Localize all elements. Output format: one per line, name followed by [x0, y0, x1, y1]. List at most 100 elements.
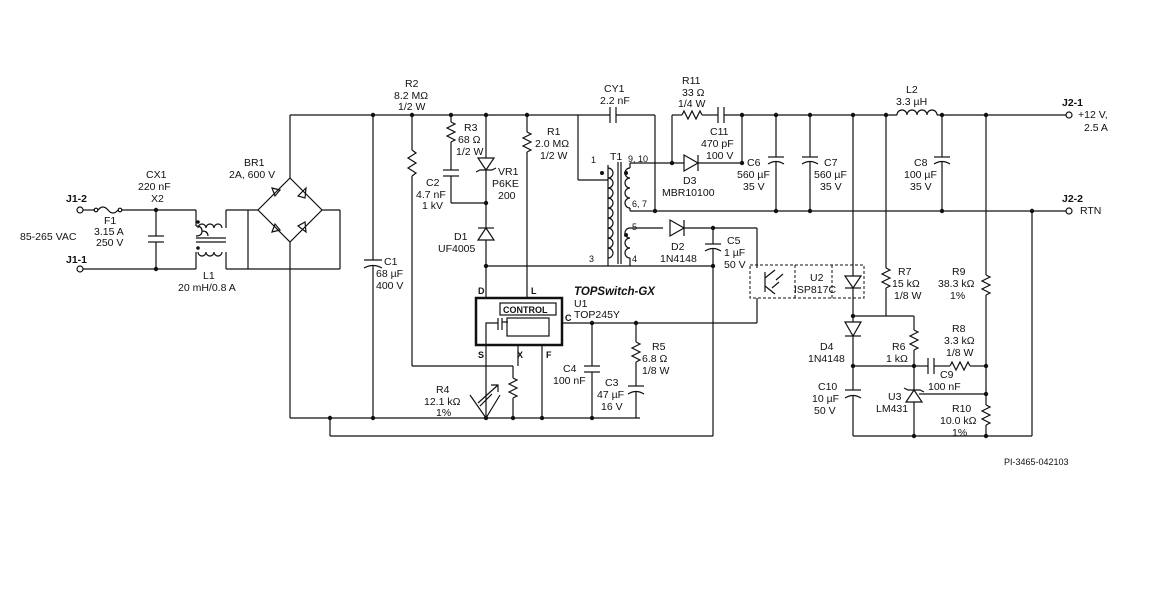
label-d4-value: 1N4148 — [808, 353, 845, 365]
label-c3-name: C3 — [605, 377, 619, 389]
label-cx1-rating: X2 — [151, 193, 164, 205]
label-f1-name: F1 — [104, 215, 116, 227]
label-l2-value: 3.3 µH — [896, 96, 927, 108]
pin-d: D — [478, 286, 485, 296]
label-d3-value: MBR10100 — [662, 187, 715, 199]
resistor-r2 — [406, 115, 513, 367]
label-d2-name: D2 — [671, 241, 685, 253]
clamp-network — [443, 115, 497, 269]
label-r9-tol: 1% — [950, 290, 965, 302]
label-r2-name: R2 — [405, 78, 419, 90]
label-r8-name: R8 — [952, 323, 966, 335]
label-j2-2: J2-2 — [1062, 193, 1083, 205]
label-j2-1: J2-1 — [1062, 97, 1083, 109]
label-r4-tol: 1% — [436, 407, 451, 419]
label-r1-value: 2.0 MΩ — [535, 138, 569, 150]
label-j1-1: J1-1 — [66, 254, 87, 266]
label-cx1-name: CX1 — [146, 169, 167, 181]
fuse-f1 — [97, 206, 119, 214]
label-r1-power: 1/2 W — [540, 150, 568, 162]
label-d4-name: D4 — [820, 341, 834, 353]
label-l1-value: 20 mH/0.8 A — [178, 282, 236, 294]
label-c7-value: 560 µF — [814, 169, 847, 181]
label-c6-value: 560 µF — [737, 169, 770, 181]
label-u2-name: U2 — [810, 272, 824, 284]
label-c9-name: C9 — [940, 369, 954, 381]
label-br1-name: BR1 — [244, 157, 265, 169]
label-c5-value: 1 µF — [724, 247, 745, 259]
label-d1-name: D1 — [454, 231, 468, 243]
pin-t1-5: 5 — [632, 222, 637, 232]
output-caps — [767, 112, 819, 214]
label-r3-name: R3 — [464, 122, 478, 134]
label-r5-name: R5 — [652, 341, 666, 353]
transformer-t1 — [600, 162, 1032, 267]
label-l1-name: L1 — [203, 270, 215, 282]
post-filter — [850, 109, 1073, 215]
label-c8-value: 100 µF — [904, 169, 937, 181]
label-c3-value: 47 µF — [597, 389, 624, 401]
pin-t1-6-7: 6, 7 — [632, 199, 647, 209]
label-c9-value: 100 nF — [928, 381, 961, 393]
label-c7-voltage: 35 V — [820, 181, 842, 193]
label-r5-value: 6.8 Ω — [642, 353, 668, 365]
resistor-r4 — [469, 366, 545, 421]
label-r10-name: R10 — [952, 403, 971, 415]
label-control: CONTROL — [503, 305, 548, 315]
pin-x: X — [517, 350, 523, 360]
label-r9-value: 38.3 kΩ — [938, 278, 975, 290]
label-c6-name: C6 — [747, 157, 761, 169]
label-c3-voltage: 16 V — [601, 401, 623, 413]
pin-l: L — [531, 286, 537, 296]
footer-id: PI-3465-042103 — [1004, 457, 1069, 467]
label-t1-name: T1 — [610, 151, 622, 163]
label-r6-name: R6 — [892, 341, 906, 353]
input-stage — [76, 206, 258, 273]
label-c11-value: 470 pF — [701, 138, 734, 150]
label-r9-name: R9 — [952, 266, 966, 278]
pin-t1-1: 1 — [591, 155, 596, 165]
bias-supply — [669, 218, 758, 436]
label-r7-value: 15 kΩ — [892, 278, 920, 290]
label-out-current: 2.5 A — [1084, 122, 1108, 134]
label-c1-name: C1 — [384, 256, 398, 268]
label-d1-value: UF4005 — [438, 243, 476, 255]
label-r3-power: 1/2 W — [456, 146, 484, 158]
label-f1-current: 3.15 A — [94, 226, 124, 238]
label-c8-name: C8 — [914, 157, 928, 169]
label-c4-name: C4 — [563, 363, 577, 375]
label-vr1-rating: 200 — [498, 190, 516, 202]
label-l2-name: L2 — [906, 84, 918, 96]
label-c11-voltage: 100 V — [706, 150, 733, 162]
pin-t1-3: 3 — [589, 254, 594, 264]
control-filter — [584, 320, 645, 421]
label-cx1-value: 220 nF — [138, 181, 171, 193]
label-vr1-value: P6KE — [492, 178, 519, 190]
label-r4-name: R4 — [436, 384, 450, 396]
capacitor-c1 — [363, 115, 383, 418]
label-c10-value: 10 µF — [812, 393, 839, 405]
label-j1-2: J1-2 — [66, 193, 87, 205]
terminal-j1-2 — [76, 206, 84, 214]
label-cy1-value: 2.2 nF — [600, 95, 630, 107]
label-r1-name: R1 — [547, 126, 561, 138]
label-c6-voltage: 35 V — [743, 181, 765, 193]
label-d2-value: 1N4148 — [660, 253, 697, 265]
label-c7-name: C7 — [824, 157, 838, 169]
pin-f: F — [546, 350, 552, 360]
choke-l1 — [195, 210, 227, 269]
label-r5-power: 1/8 W — [642, 365, 670, 377]
label-r3-value: 68 Ω — [458, 134, 481, 146]
label-c1-value: 68 µF — [376, 268, 403, 280]
pin-c: C — [565, 313, 572, 323]
label-r8-value: 3.3 kΩ — [944, 335, 975, 347]
label-r4-value: 12.1 kΩ — [424, 396, 461, 408]
label-rtn: RTN — [1080, 205, 1101, 217]
label-c2-value: 4.7 nF — [416, 189, 446, 201]
label-br1-value: 2A, 600 V — [229, 169, 275, 181]
label-input-voltage: 85-265 VAC — [20, 231, 77, 243]
feedback-network — [843, 112, 1033, 439]
pin-t1-4: 4 — [632, 254, 637, 264]
label-r10-value: 10.0 kΩ — [940, 415, 977, 427]
labels: J1-2 J1-1 85-265 VAC F1 3.15 A 250 V CX1… — [20, 75, 1108, 467]
